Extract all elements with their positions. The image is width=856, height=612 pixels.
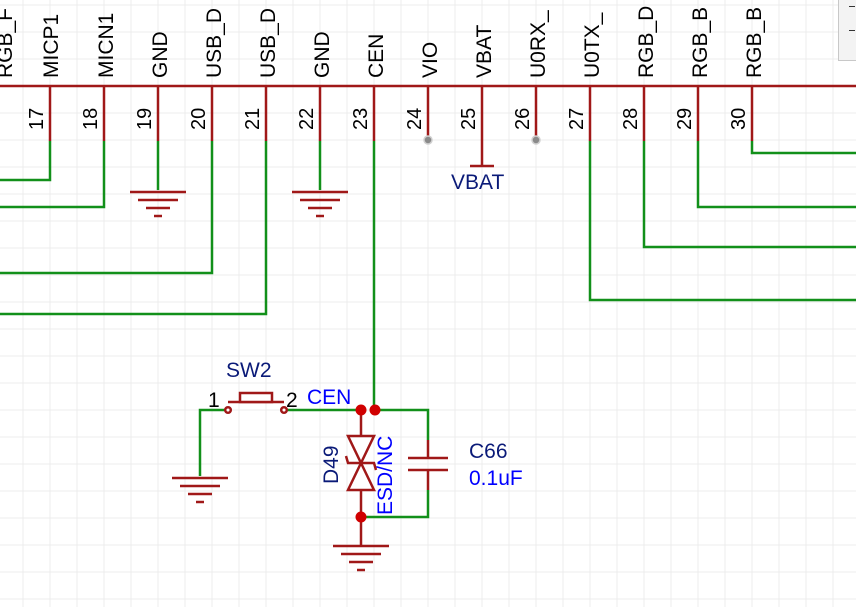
pin-name-29: RGB_B [689, 7, 712, 78]
sw2-pin1-label: 1 [208, 389, 220, 412]
pin-numbers: 17 18 19 20 21 22 23 24 25 26 27 28 29 3… [26, 108, 750, 130]
wires [0, 141, 856, 519]
no-connect-marker-26 [531, 135, 541, 145]
pin-name-17: MICP1 [40, 14, 63, 78]
pin-number-23: 23 [350, 108, 372, 130]
pin-name-19: GND [149, 31, 172, 78]
pin-name-21: USB_D [257, 8, 280, 78]
pin-number-27: 27 [566, 108, 588, 130]
wire-u0tx[interactable] [588, 141, 856, 302]
ground-icon [292, 190, 348, 218]
panel-edge-icon [849, 30, 855, 31]
pin-number-29: 29 [674, 108, 696, 130]
pin-number-18: 18 [80, 108, 102, 130]
pin-name-24: VIO [419, 42, 442, 78]
side-panel-edge[interactable] [838, 0, 856, 61]
panel-edge-icon [849, 6, 855, 7]
c66-capacitor[interactable] [408, 440, 448, 490]
pin-number-30: 30 [728, 108, 750, 130]
pin-number-19: 19 [134, 108, 156, 130]
pin-number-25: 25 [458, 108, 480, 130]
pin-name-27: U0TX_ [581, 12, 604, 78]
sw2-pin2-label: 2 [286, 389, 298, 412]
pin-name-partial: RGB_F [0, 8, 17, 78]
c66-ref-label: C66 [469, 440, 508, 463]
wire-cap-bottom[interactable] [361, 490, 430, 519]
vbat-power-port[interactable] [470, 141, 494, 168]
vbat-port-label: VBAT [451, 171, 504, 194]
c66-value-label: 0.1uF [469, 467, 523, 490]
pin-name-18: MICN1 [95, 13, 118, 78]
wire-micn1[interactable] [0, 141, 106, 209]
pin-number-20: 20 [188, 108, 210, 130]
no-connect-marker-24 [423, 135, 433, 145]
pin-name-30: RGB_B [743, 7, 766, 78]
sw2-switch[interactable] [223, 391, 289, 415]
pin-name-25: VBAT [473, 25, 496, 78]
wire-cen-to-cap[interactable] [374, 408, 430, 440]
ground-icon [130, 190, 186, 218]
d49-ref-label: D49 [320, 445, 343, 484]
pin-number-22: 22 [296, 108, 318, 130]
wire-switch-to-gnd[interactable] [198, 408, 228, 476]
junctions [355, 404, 381, 523]
wire-rgb-28[interactable] [642, 141, 856, 249]
pin-name-22: GND [311, 31, 334, 78]
ground-icon [172, 476, 228, 504]
pin-names: RGB_F MICP1 MICN1 GND USB_D USB_D GND CE… [0, 6, 766, 78]
d49-esd-diode[interactable] [344, 410, 378, 517]
pin-name-26: U0RX_ [527, 10, 550, 78]
wire-rgb-30[interactable] [750, 141, 856, 155]
pin-number-17: 17 [26, 108, 48, 130]
wire-rgb-29[interactable] [696, 141, 856, 209]
cen-net-label: CEN [307, 386, 351, 409]
junction-dot [355, 511, 367, 523]
pin-number-21: 21 [242, 108, 264, 130]
pin-name-28: RGB_D [635, 6, 658, 78]
pin-name-20: USB_D [203, 8, 226, 78]
wire-micp1[interactable] [0, 141, 52, 182]
junction-dot [369, 404, 381, 416]
pin-number-28: 28 [620, 108, 642, 130]
ground-icon [333, 517, 389, 572]
wire-usb-d-20[interactable] [0, 141, 214, 275]
junction-dot [355, 404, 367, 416]
pin-name-23: CEN [365, 34, 388, 78]
d49-value-label: ESD/NC [374, 436, 397, 515]
pin-number-26: 26 [512, 108, 534, 130]
wire-usb-d-21[interactable] [0, 141, 268, 316]
pin-stubs [48, 86, 754, 141]
sw2-ref-label: SW2 [226, 359, 272, 382]
pin-number-24: 24 [404, 108, 426, 130]
